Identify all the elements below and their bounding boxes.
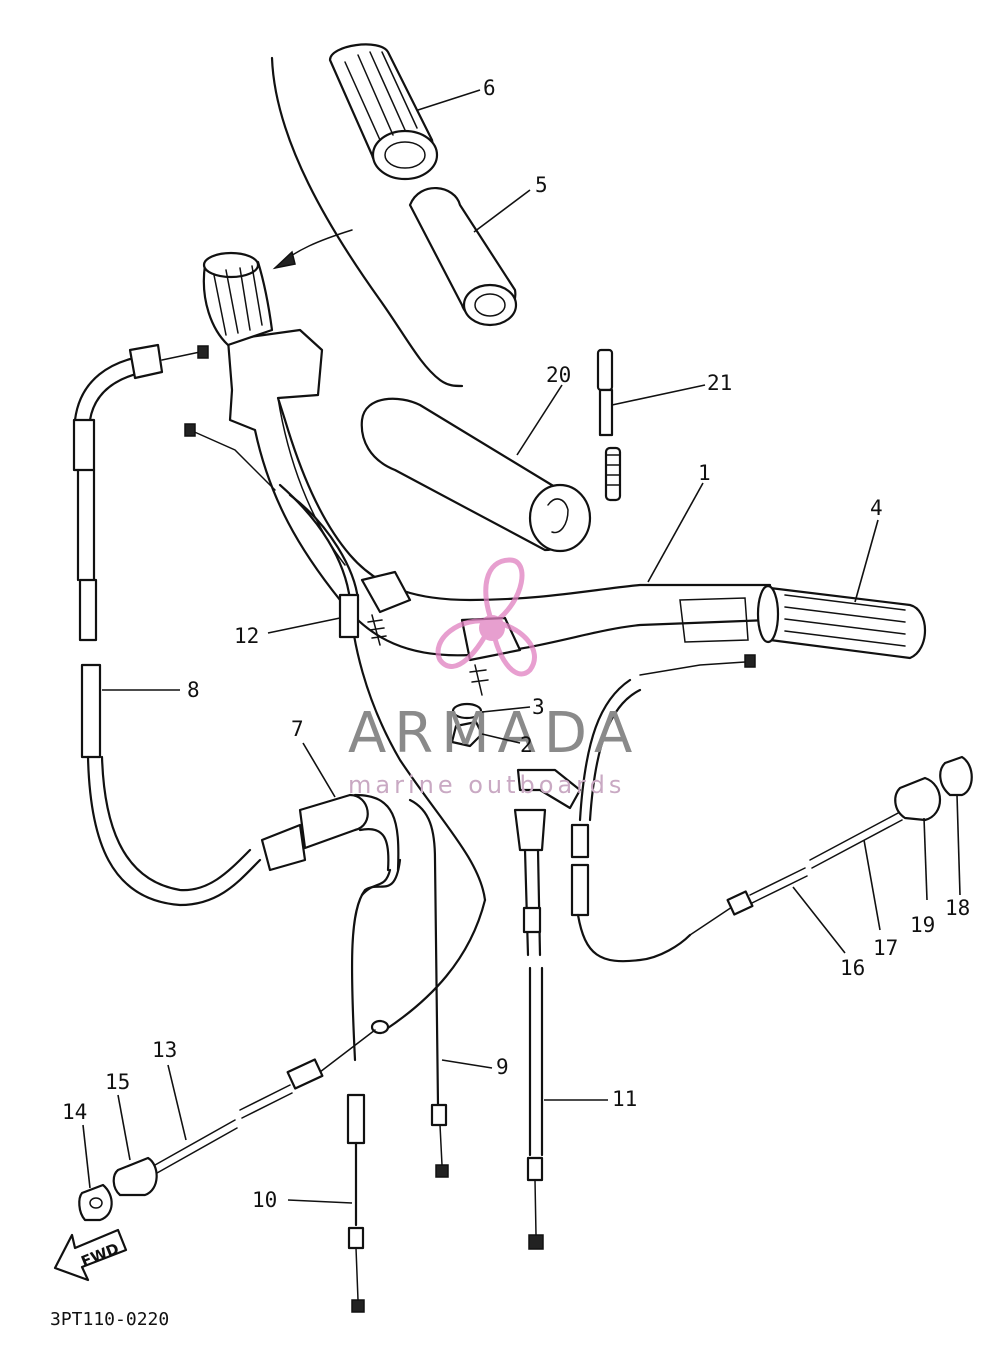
throttle-cable-upper[interactable] — [184, 423, 487, 902]
callout-17[interactable]: 17 — [873, 936, 898, 960]
choke-cable[interactable] — [319, 858, 487, 1313]
exploded-view-boundary — [270, 56, 464, 388]
nut[interactable] — [450, 720, 484, 748]
left-grip-installed[interactable] — [202, 251, 274, 347]
fwd-arrow: FWD — [53, 1228, 128, 1282]
cable-strap[interactable] — [596, 348, 622, 502]
callout-18[interactable]: 18 — [945, 896, 970, 920]
grip[interactable] — [328, 43, 439, 181]
callout-13[interactable]: 13 — [152, 1038, 177, 1062]
throttle-tube[interactable] — [408, 187, 518, 327]
callout-12[interactable]: 12 — [234, 624, 259, 648]
callout-5[interactable]: 5 — [535, 173, 548, 197]
callout-3[interactable]: 3 — [532, 695, 545, 719]
callout-4[interactable]: 4 — [870, 496, 883, 520]
grip-sleeve[interactable] — [360, 397, 592, 553]
watermark-tagline: marine outboards — [348, 771, 625, 799]
callout-6[interactable]: 6 — [483, 76, 496, 100]
adjuster-assembly[interactable] — [78, 1058, 324, 1222]
front-brake-cable[interactable] — [570, 654, 973, 963]
callout-10[interactable]: 10 — [252, 1188, 277, 1212]
callouts: 1 2 3 4 5 6 7 8 9 10 11 12 13 14 15 16 1… — [62, 76, 970, 1212]
callout-14[interactable]: 14 — [62, 1100, 87, 1124]
leader-lines — [82, 89, 961, 1204]
callout-11[interactable]: 11 — [612, 1087, 637, 1111]
callout-20[interactable]: 20 — [546, 363, 571, 387]
callout-7[interactable]: 7 — [291, 717, 304, 741]
throttle-cable-left[interactable] — [72, 343, 262, 907]
washer[interactable] — [451, 702, 483, 720]
cable-junction[interactable] — [260, 793, 400, 872]
callout-1[interactable]: 1 — [698, 461, 711, 485]
callout-8[interactable]: 8 — [187, 678, 200, 702]
diagram-code: 3PT110-0220 — [50, 1309, 169, 1330]
callout-9[interactable]: 9 — [496, 1055, 509, 1079]
callout-21[interactable]: 21 — [707, 371, 732, 395]
propeller-logo — [435, 557, 537, 677]
clutch-cable[interactable] — [408, 798, 449, 1178]
callout-2[interactable]: 2 — [520, 733, 533, 757]
right-grip[interactable] — [679, 584, 927, 660]
callout-15[interactable]: 15 — [105, 1070, 130, 1094]
callout-16[interactable]: 16 — [840, 956, 865, 980]
callout-19[interactable]: 19 — [910, 913, 935, 937]
speedometer-cable[interactable] — [513, 768, 582, 1250]
